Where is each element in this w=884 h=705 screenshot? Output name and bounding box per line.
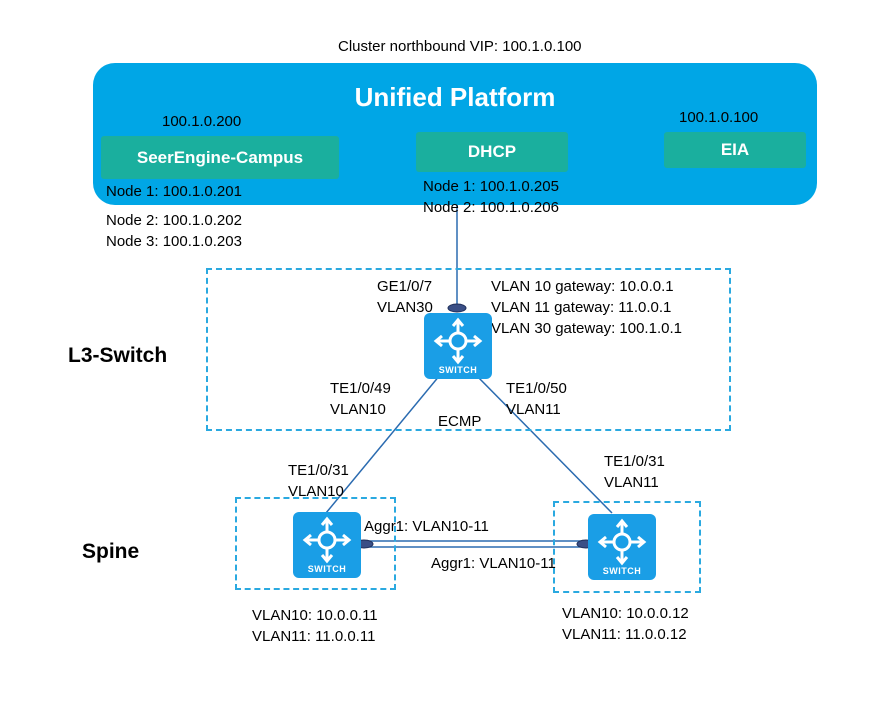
l3-uplink-port: GE1/0/7: [377, 278, 433, 295]
l3-gateway-vlan30: VLAN 30 gateway: 100.1.0.1: [491, 320, 682, 337]
l3-left-vlan: VLAN10: [330, 401, 386, 418]
spine2-device-label: SWITCH: [602, 566, 642, 576]
spine1-vlan: VLAN10: [288, 483, 344, 500]
cluster-vip-label: Cluster northbound VIP: 100.1.0.100: [338, 38, 582, 55]
spine1-ip-vlan10: VLAN10: 10.0.0.11: [252, 607, 378, 624]
seerengine-node-2: Node 2: 100.1.0.202: [106, 212, 242, 229]
l3-switch-group: [206, 268, 731, 431]
spine2-vlan: VLAN11: [604, 474, 659, 491]
spine2-aggr-label: Aggr1: VLAN10-11: [431, 555, 556, 572]
seerengine-node-1: Node 1: 100.1.0.201: [106, 183, 242, 200]
l3-to-spine1-link: [325, 374, 441, 514]
spine1-ip-vlan11: VLAN11: 11.0.0.11: [252, 628, 376, 645]
port-ge107-marker: [447, 303, 467, 313]
l3-uplink-vlan: VLAN30: [377, 299, 433, 316]
spine2-port: TE1/0/31: [604, 453, 665, 470]
l3-left-port: TE1/0/49: [330, 380, 391, 397]
l3-gateway-vlan11: VLAN 11 gateway: 11.0.0.1: [491, 299, 672, 316]
spine1-device-label: SWITCH: [307, 564, 347, 574]
dhcp-box: DHCP: [416, 132, 568, 172]
spine1-aggr-label: Aggr1: VLAN10-11: [364, 518, 489, 535]
seerengine-node-3: Node 3: 100.1.0.203: [106, 233, 242, 250]
switch-arrows-icon: [597, 518, 647, 566]
eia-ip: 100.1.0.100: [679, 109, 759, 126]
spine2-group: [553, 501, 701, 593]
l3-switch-section-label: L3-Switch: [68, 344, 168, 367]
spine-section-label: Spine: [82, 540, 140, 563]
l3-switch-device: SWITCH: [424, 313, 492, 379]
platform-title: Unified Platform: [354, 82, 556, 112]
switch-arrows-icon: [433, 317, 483, 365]
spine2-ip-vlan11: VLAN11: 11.0.0.12: [562, 626, 687, 643]
l3-gateway-vlan10: VLAN 10 gateway: 10.0.0.1: [491, 278, 674, 295]
l3-switch-device-label: SWITCH: [438, 365, 478, 375]
dhcp-node-1: Node 1: 100.1.0.205: [423, 178, 559, 195]
spine2-switch-device: SWITCH: [588, 514, 656, 580]
eia-box: EIA: [664, 132, 806, 168]
seerengine-ip: 100.1.0.200: [162, 113, 242, 130]
dhcp-node-2: Node 2: 100.1.0.206: [423, 199, 559, 216]
spine1-switch-device: SWITCH: [293, 512, 361, 578]
spine1-group: [235, 497, 396, 590]
l3-to-spine2-link: [475, 374, 613, 514]
ecmp-label: ECMP: [438, 413, 482, 430]
spine2-ip-vlan10: VLAN10: 10.0.0.12: [562, 605, 689, 622]
l3-right-vlan: VLAN11: [506, 401, 561, 418]
switch-arrows-icon: [302, 516, 352, 564]
l3-right-port: TE1/0/50: [506, 380, 567, 397]
seerengine-campus-box: SeerEngine-Campus: [101, 136, 339, 179]
spine1-port: TE1/0/31: [288, 462, 349, 479]
